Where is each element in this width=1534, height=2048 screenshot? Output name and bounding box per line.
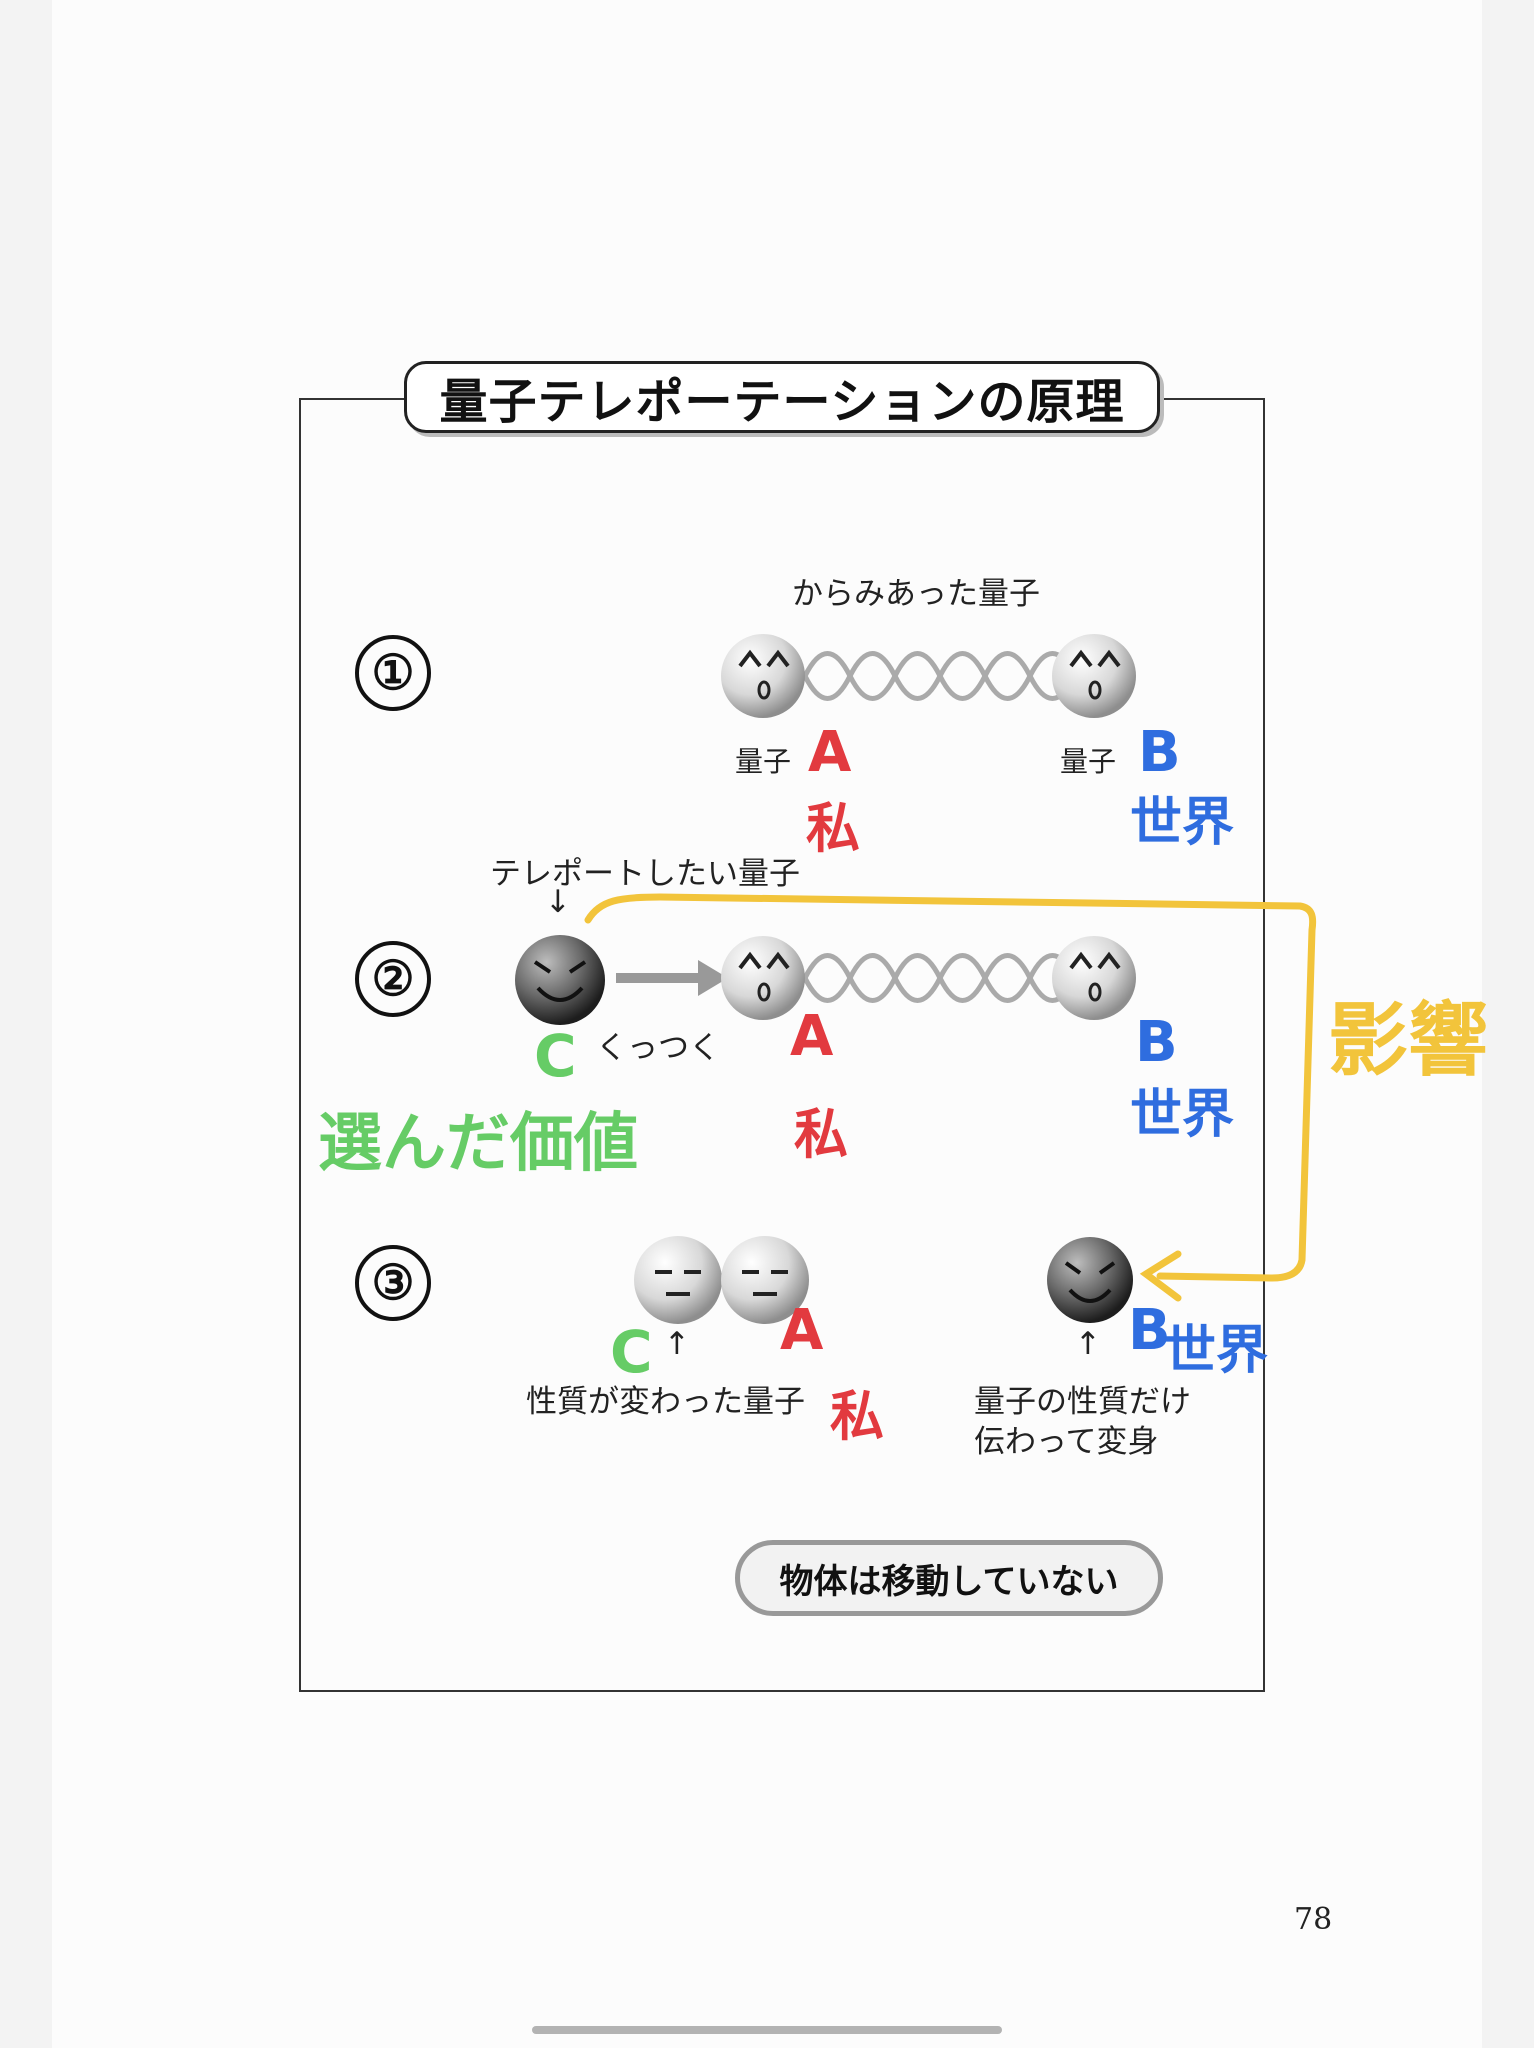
- handwritten-influence: 影響: [1328, 994, 1488, 1087]
- handwritten-chosen-value: 選んだ価値: [318, 1107, 638, 1181]
- handwritten-watashi1: 私: [806, 797, 860, 860]
- handwritten-c2: C: [610, 1318, 653, 1386]
- diagram-title: 量子テレポーテーションの原理: [404, 361, 1160, 433]
- step-3-number: ③: [355, 1245, 431, 1321]
- home-indicator[interactable]: [532, 2026, 1002, 2034]
- step-2-number: ②: [355, 941, 431, 1017]
- influence-arrowhead: [1139, 1250, 1182, 1302]
- step-1-number: ①: [355, 635, 431, 711]
- transferred-up-arrow: ↑: [1075, 1326, 1101, 1362]
- transferred-label-line2: 伝わって変身: [974, 1424, 1159, 1460]
- note-badge: 物体は移動していない: [735, 1540, 1163, 1616]
- handwritten-a1: A: [808, 720, 852, 785]
- stick-arrow: [616, 960, 728, 996]
- stick-label: くっつく: [596, 1030, 720, 1066]
- transferred-label-line1: 量子の性質だけ: [974, 1384, 1191, 1420]
- handwritten-sekai1: 世界: [1130, 793, 1235, 853]
- handwritten-watashi2: 私: [794, 1103, 848, 1166]
- handwritten-b3: B: [1128, 1298, 1171, 1363]
- quantum-a-row2-icon: [721, 936, 805, 1020]
- handwritten-a2: A: [790, 1004, 834, 1069]
- quantum-b-row2-icon: [1052, 936, 1136, 1020]
- handwritten-b1: B: [1138, 720, 1181, 785]
- entangled-chain-row1: [802, 651, 1078, 701]
- quantum-a-icon: [721, 634, 805, 718]
- quantum-b-icon: [1052, 634, 1136, 718]
- entangled-chain-row2: [802, 953, 1078, 1003]
- page-number: 78: [1294, 1902, 1333, 1937]
- influence-line: [584, 893, 1317, 1282]
- changed-quantum-a-icon: [721, 1236, 809, 1324]
- teleport-down-arrow: ↓: [545, 884, 571, 920]
- teleport-quantum-icon: [515, 935, 605, 1025]
- handwritten-watashi3: 私: [830, 1385, 884, 1448]
- changed-quantum-c-icon: [634, 1236, 722, 1324]
- changed-quantum-label: 性質が変わった量子: [526, 1384, 805, 1420]
- handwritten-b2: B: [1135, 1010, 1178, 1075]
- handwritten-a3: A: [780, 1298, 824, 1363]
- handwritten-sekai3: 世界: [1164, 1321, 1269, 1381]
- quantum-a-label: 量子: [735, 745, 792, 778]
- entangled-label: からみあった量子: [792, 576, 1040, 612]
- quantum-b-label: 量子: [1060, 745, 1117, 778]
- changed-up-arrow: ↑: [664, 1326, 690, 1362]
- transformed-quantum-b-icon: [1047, 1237, 1133, 1323]
- page: [52, 0, 1482, 2048]
- handwritten-sekai2: 世界: [1130, 1085, 1235, 1145]
- handwritten-c1: C: [534, 1022, 577, 1090]
- teleport-target-label: テレポートしたい量子: [490, 856, 800, 892]
